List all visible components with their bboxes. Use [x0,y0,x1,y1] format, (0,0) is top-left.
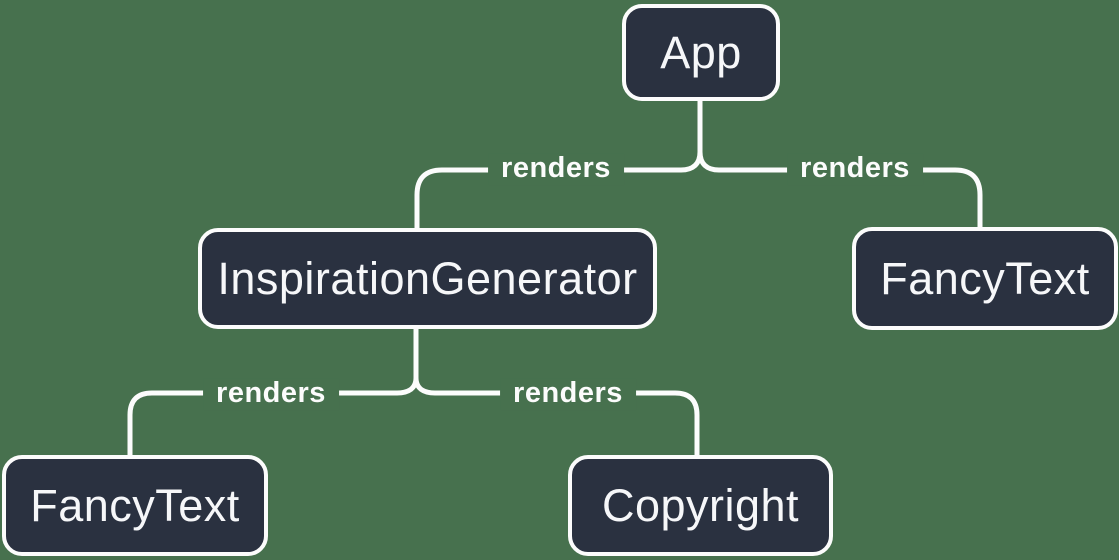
edge-inspiration-generator-fork [127,329,700,455]
node-fancy-text-left: FancyText [2,455,268,556]
node-fancy-text-right-label: FancyText [880,252,1090,304]
node-fancy-text-right: FancyText [852,227,1118,330]
node-fancy-text-left-label: FancyText [30,479,240,531]
edge-label-renders-inspiration-fancytext: renders [203,377,339,410]
node-app: App [622,4,780,101]
node-inspiration-generator: InspirationGenerator [198,228,657,329]
node-app-label: App [660,26,742,78]
node-inspiration-generator-label: InspirationGenerator [217,252,638,304]
node-copyright-label: Copyright [601,479,800,531]
edge-label-renders-app-inspiration: renders [488,152,624,185]
edge-label-renders-app-fancytext: renders [787,152,923,185]
edge-label-renders-inspiration-copyright: renders [500,377,636,410]
node-copyright: Copyright [568,455,833,556]
edge-app-fork [414,100,983,228]
